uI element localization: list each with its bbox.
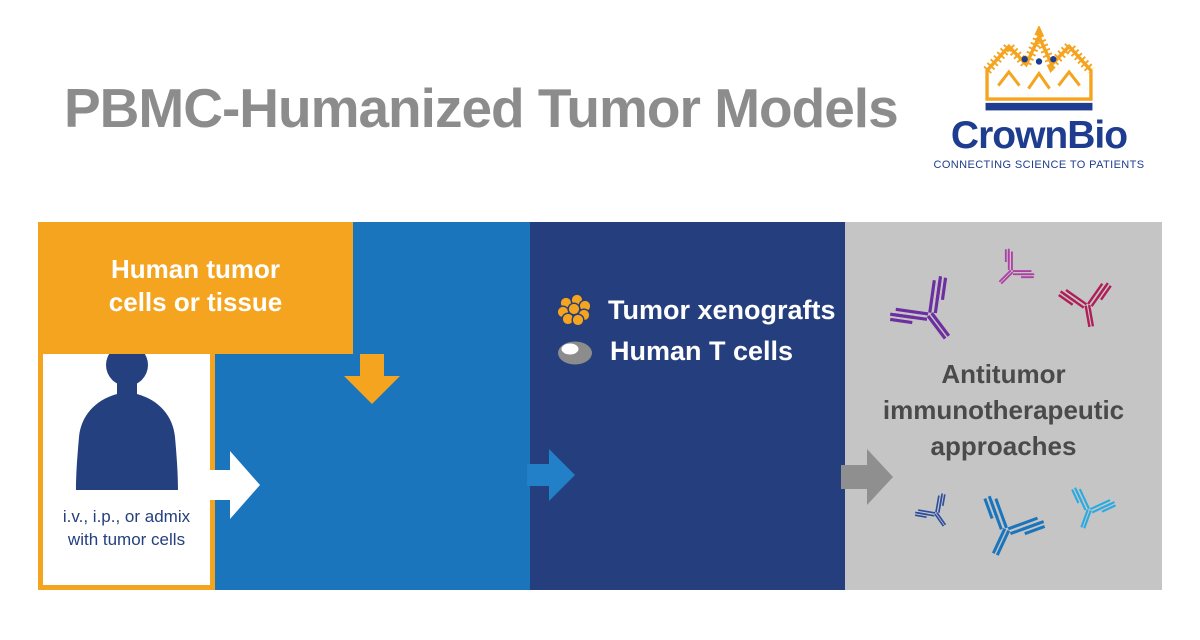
donor-caption: i.v., i.p., or admix with tumor cells: [43, 505, 210, 551]
outcome-line2: immunotherapeutic: [882, 395, 1125, 425]
crownbio-logo: CrownBio CONNECTING SCIENCE TO PATIENTS: [933, 26, 1145, 171]
workflow-strip: Donor PBMC i.v., i.p., or admix with tum…: [38, 222, 1162, 590]
model-legend: Tumor xenografts Human T cells: [556, 292, 836, 367]
arrow-tumor-to-model-icon: [527, 449, 575, 501]
outcome-text: Antitumor immunotherapeutic approaches: [845, 356, 1162, 464]
antibody-icon: [1056, 281, 1119, 333]
crown-icon: [983, 26, 1095, 111]
human-torso-icon: [75, 344, 178, 490]
tumor-header-line2: cells or tissue: [108, 287, 283, 317]
donor-caption-line2: with tumor cells: [67, 530, 186, 549]
outcome-line1: Antitumor: [941, 359, 1066, 389]
antibody-icon: [885, 272, 977, 360]
page-title: PBMC-Humanized Tumor Models: [64, 77, 899, 139]
outcome-line3: approaches: [930, 431, 1077, 461]
legend-row-tumor-xenografts: Tumor xenografts: [556, 292, 836, 328]
antibody-icon: [963, 492, 1049, 570]
antibody-icon: [1060, 485, 1118, 537]
antibody-icon: [985, 246, 1037, 298]
arrow-donor-to-tumor-icon: [192, 451, 260, 519]
antibody-icon: [912, 491, 961, 537]
human-tumor-header: Human tumor cells or tissue: [38, 222, 353, 354]
donor-caption-line1: i.v., i.p., or admix: [62, 507, 191, 526]
down-arrow-icon: [344, 354, 400, 404]
tumor-xenograft-icon: [556, 293, 592, 327]
arrow-model-to-outcome-icon: [841, 449, 893, 505]
logo-wordmark: CrownBio: [950, 114, 1128, 157]
legend-label: Tumor xenografts: [608, 294, 836, 325]
legend-row-human-tcells: Human T cells: [556, 336, 836, 367]
legend-label: Human T cells: [610, 336, 794, 366]
tumor-header-line1: Human tumor: [111, 254, 280, 284]
logo-tagline: CONNECTING SCIENCE TO PATIENTS: [933, 159, 1145, 171]
panel-humanized-model: [530, 222, 845, 590]
human-tcell-icon: [558, 341, 592, 364]
